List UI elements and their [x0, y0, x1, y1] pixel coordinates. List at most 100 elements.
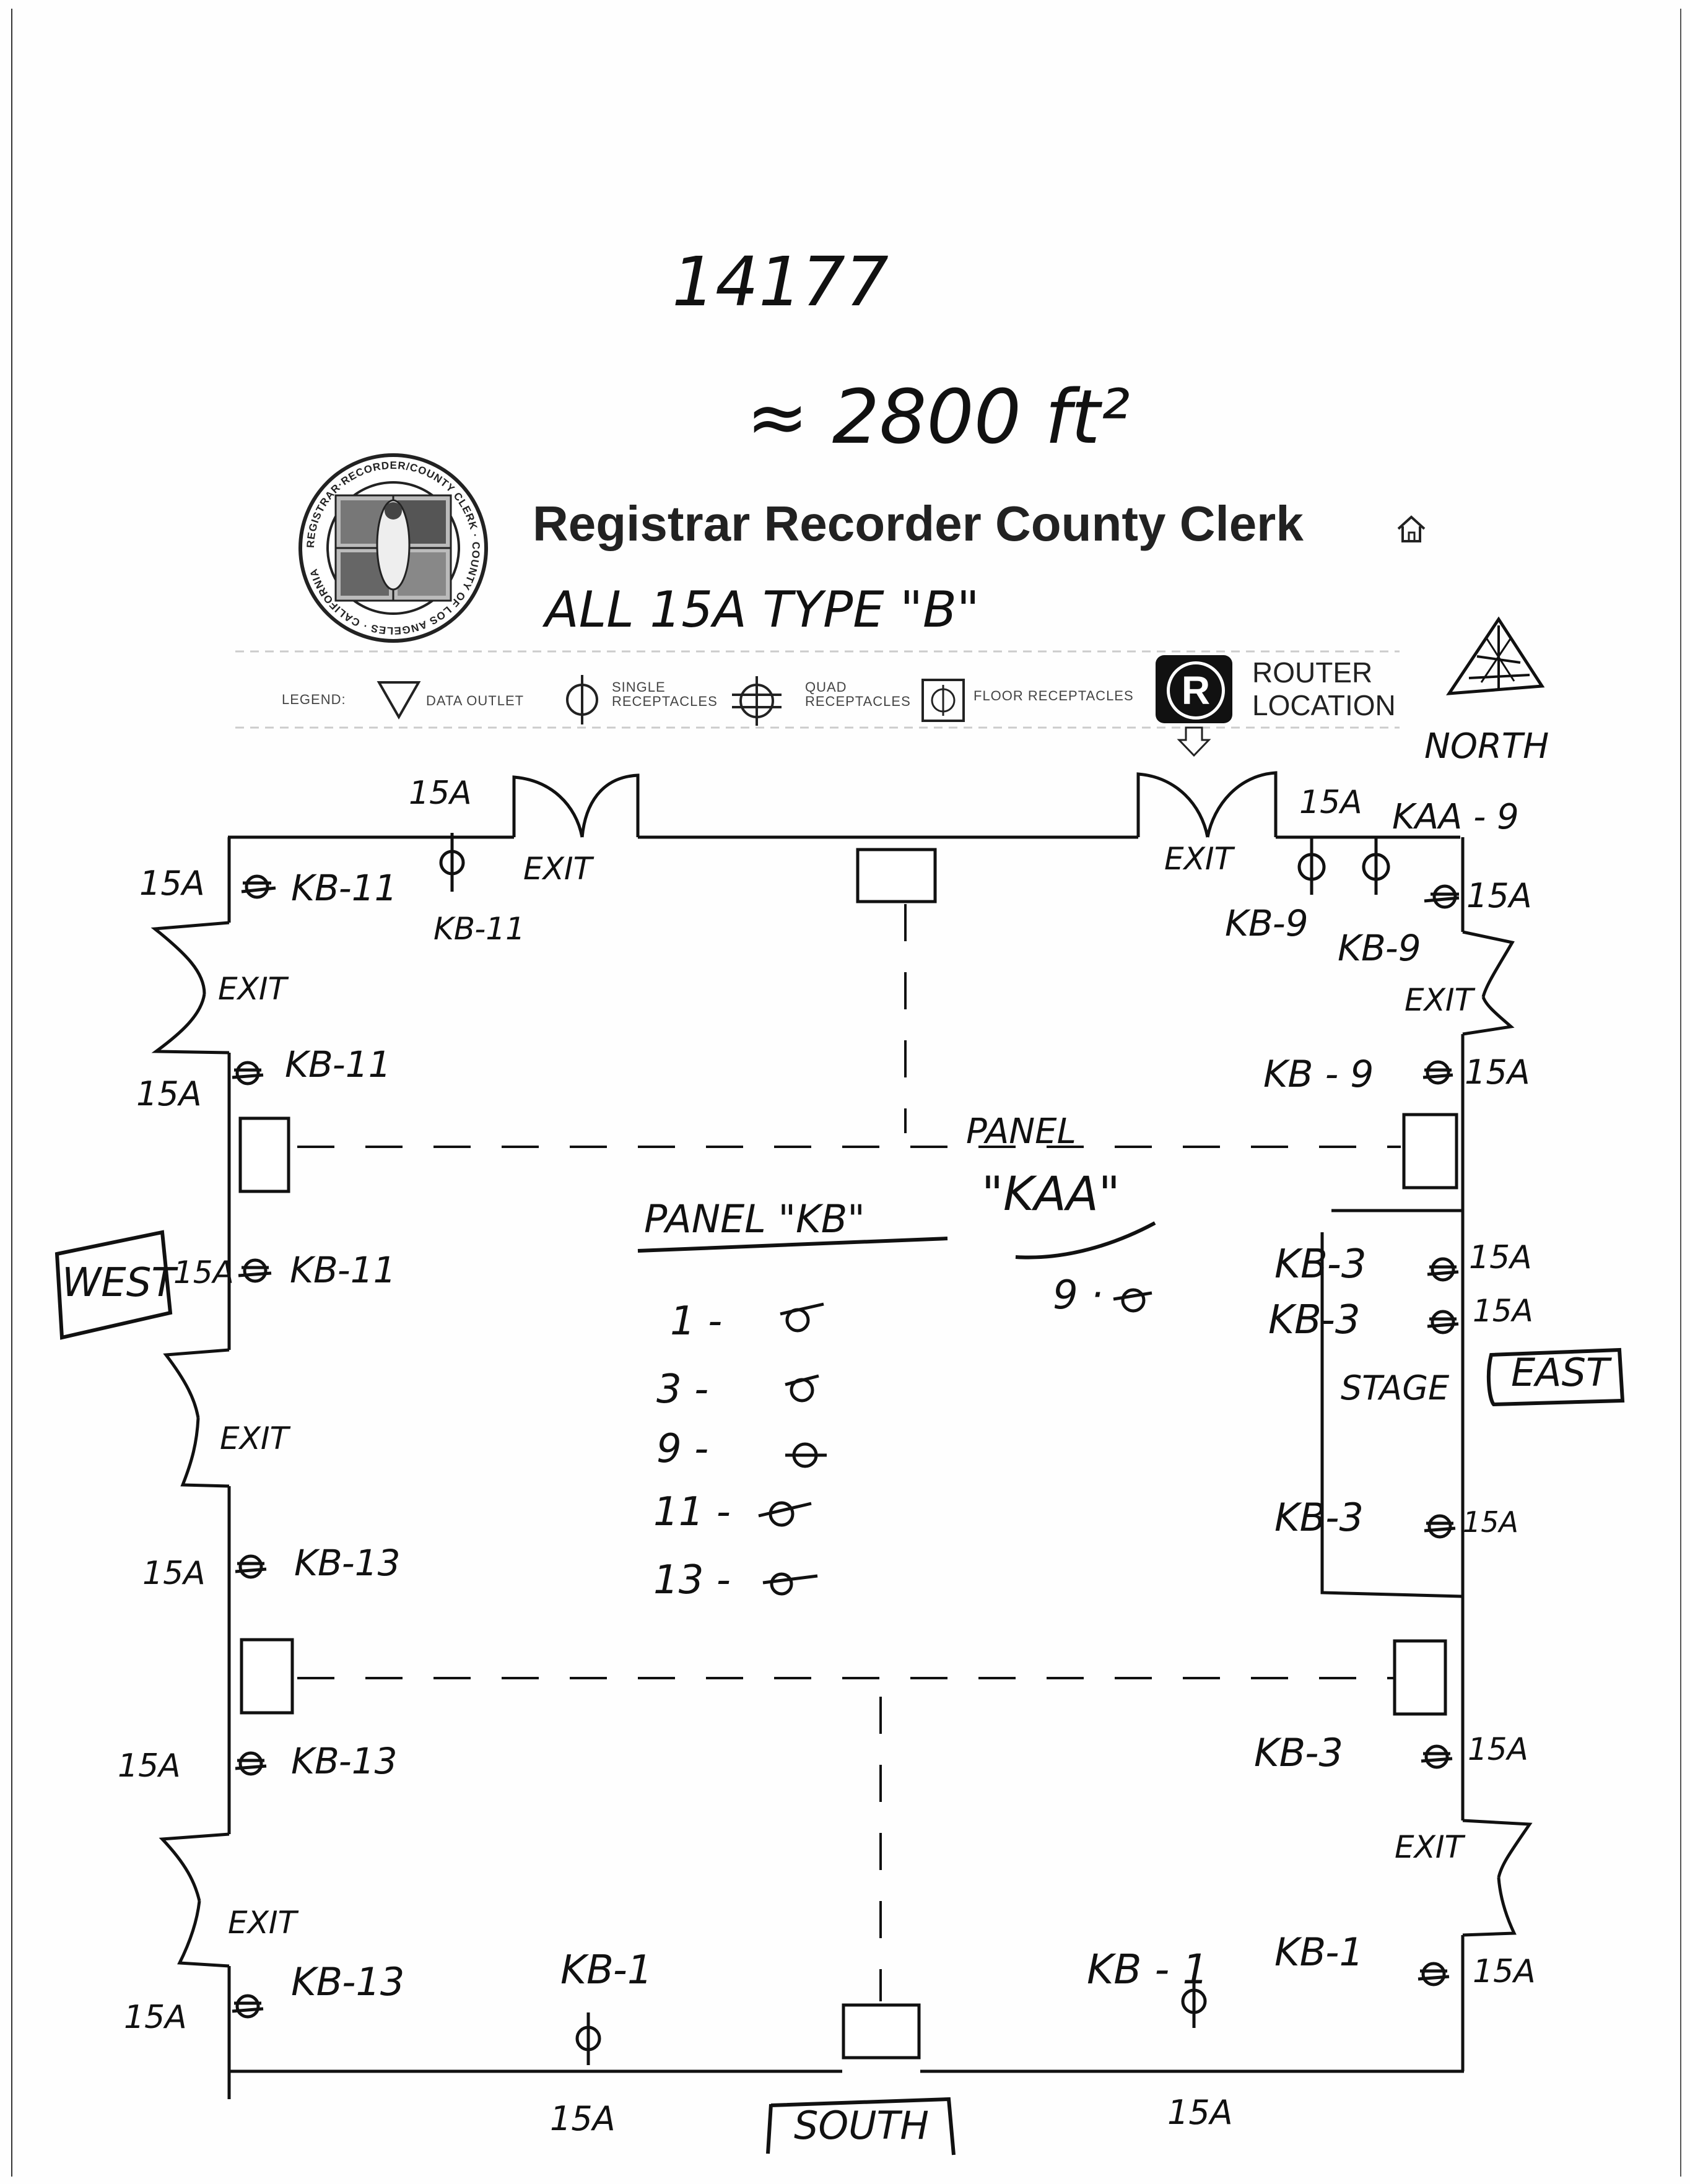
duplex-receptacle-icon	[1427, 1257, 1459, 1282]
type-note: ALL 15A TYPE "B"	[545, 581, 980, 638]
panel-circuit-symbols	[637, 1221, 1156, 1596]
stage-label: STAGE	[1341, 1368, 1450, 1407]
duplex-receptacle-icon	[1427, 1310, 1459, 1334]
outlet-amp: 15A	[1473, 1293, 1533, 1329]
outlet-label: KB - 1	[1087, 1946, 1209, 1993]
north-label: NORTH	[1424, 726, 1549, 767]
router-arrow-icon	[1177, 726, 1211, 757]
quad-receptacle-icon	[732, 676, 782, 726]
south-label: SOUTH	[794, 2103, 930, 2148]
data-outlet-icon	[377, 681, 421, 720]
outlet-label: KB-13	[294, 1542, 401, 1584]
duplex-receptacle-icon	[238, 1258, 272, 1283]
panel-kaa-circuit: 9 ·	[1053, 1273, 1104, 1318]
outlet-label: KB-13	[291, 1959, 405, 2004]
home-icon	[1397, 515, 1426, 542]
duplex-receptacle-icon	[1424, 884, 1460, 909]
exit-doors	[150, 771, 1533, 1968]
outlet-label: KB-1	[560, 1947, 653, 1993]
outlet-label: KB-11	[285, 1043, 391, 1085]
outlet-amp: 15A	[1167, 2093, 1233, 2132]
exit-label: EXIT	[523, 851, 593, 887]
circuit-icon	[1113, 1288, 1152, 1313]
duplex-receptacle-icon	[232, 1994, 264, 2019]
panel-kaa-title-2: "KAA"	[982, 1166, 1120, 1221]
floor-receptacle-icon	[921, 679, 965, 722]
panel-kaa-title-1: PANEL	[966, 1112, 1076, 1152]
exit-label: EXIT	[220, 1420, 289, 1456]
duplex-receptacle-icon	[235, 1554, 267, 1579]
panel-kb-circuit-11: 11 -	[653, 1489, 731, 1535]
outlet-amp: 15A	[139, 864, 205, 903]
circuit-icon	[762, 1572, 818, 1596]
cable-runs	[297, 904, 1401, 2001]
duplex-receptacle-icon	[241, 874, 276, 899]
duplex-receptacle-symbols	[232, 874, 1460, 2019]
outlet-label: KB-9	[1338, 927, 1421, 969]
outlet-label: KB-3	[1274, 1242, 1367, 1287]
legend-data-outlet: DATA OUTLET	[426, 693, 525, 708]
page-title: Registrar Recorder County Clerk	[533, 496, 1304, 551]
single-receptacle-icon	[566, 675, 598, 724]
panel-kaa-underline	[1015, 1221, 1156, 1259]
legend-prefix: LEGEND:	[282, 692, 346, 707]
panel-kb-circuit-9: 9 -	[656, 1426, 709, 1472]
single-receptacle-icon	[1297, 836, 1326, 895]
duplex-receptacle-icon	[232, 1061, 264, 1085]
outlet-amp: 15A	[1465, 1053, 1530, 1092]
circuit-icon	[758, 1501, 812, 1527]
circuit-icon	[785, 1442, 827, 1468]
outlet-amp: 15A	[124, 1999, 187, 2036]
panel-kb-underline	[637, 1237, 948, 1253]
duplex-receptacle-icon	[235, 1751, 267, 1776]
panel-kb-circuit-13: 13 -	[653, 1557, 731, 1603]
outlet-label: KB-3	[1268, 1297, 1361, 1343]
outlet-label: KB-3	[1254, 1730, 1343, 1775]
north-arrow-icon	[1446, 616, 1545, 695]
outlet-amp: 15A	[1299, 784, 1362, 821]
outlet-label: KB-3	[1274, 1495, 1364, 1540]
outlet-amp: 15A	[142, 1555, 206, 1592]
job-number: 14177	[672, 242, 889, 321]
exit-label: EXIT	[228, 1905, 297, 1941]
outlet-amp: 15A	[1469, 1239, 1532, 1276]
duplex-receptacle-icon	[1422, 1060, 1453, 1085]
outlet-amp: 15A	[136, 1074, 202, 1113]
outlet-amp: 15A	[1468, 1731, 1528, 1767]
outlet-amp: 15A	[118, 1747, 181, 1785]
outlet-amp: 15A	[1466, 876, 1532, 915]
router-boxes	[238, 848, 1458, 2060]
outlet-label: KB-11	[433, 911, 525, 947]
single-receptacle-icon	[1181, 1975, 1207, 2028]
receptacle-symbols	[439, 833, 1390, 2065]
exit-label: EXIT	[1164, 841, 1234, 877]
room-outline	[227, 835, 1465, 2099]
outlet-amp: 15A	[1463, 1505, 1519, 1539]
panel-kb-title: PANEL "KB"	[644, 1196, 865, 1242]
circuit-icon	[780, 1302, 824, 1333]
direction-boxes	[54, 1230, 1625, 2156]
exit-label: EXIT	[1405, 982, 1474, 1018]
area-note: ≈ 2800 ft²	[746, 375, 1130, 461]
outlet-amp: 15A	[173, 1255, 234, 1290]
duplex-receptacle-icon	[1421, 1744, 1453, 1769]
county-seal-logo: REGISTRAR·RECORDER/COUNTY CLERK · COUNTY…	[298, 453, 488, 643]
duplex-receptacle-icon	[1424, 1514, 1456, 1539]
single-receptacle-icon	[575, 2012, 601, 2065]
panel-kb-circuit-3: 3 -	[656, 1367, 709, 1412]
circuit-icon	[785, 1374, 819, 1403]
exit-label: EXIT	[218, 971, 287, 1007]
outlet-label: KB-11	[291, 867, 398, 909]
outlet-label: KB-13	[291, 1740, 398, 1782]
outlet-kaa9: KAA - 9	[1392, 797, 1519, 837]
east-label: EAST	[1511, 1350, 1609, 1395]
exit-label: EXIT	[1395, 1829, 1464, 1865]
outlet-label: KB - 9	[1263, 1053, 1374, 1096]
page-border	[11, 9, 1681, 2177]
west-label: WEST	[62, 1260, 176, 1306]
